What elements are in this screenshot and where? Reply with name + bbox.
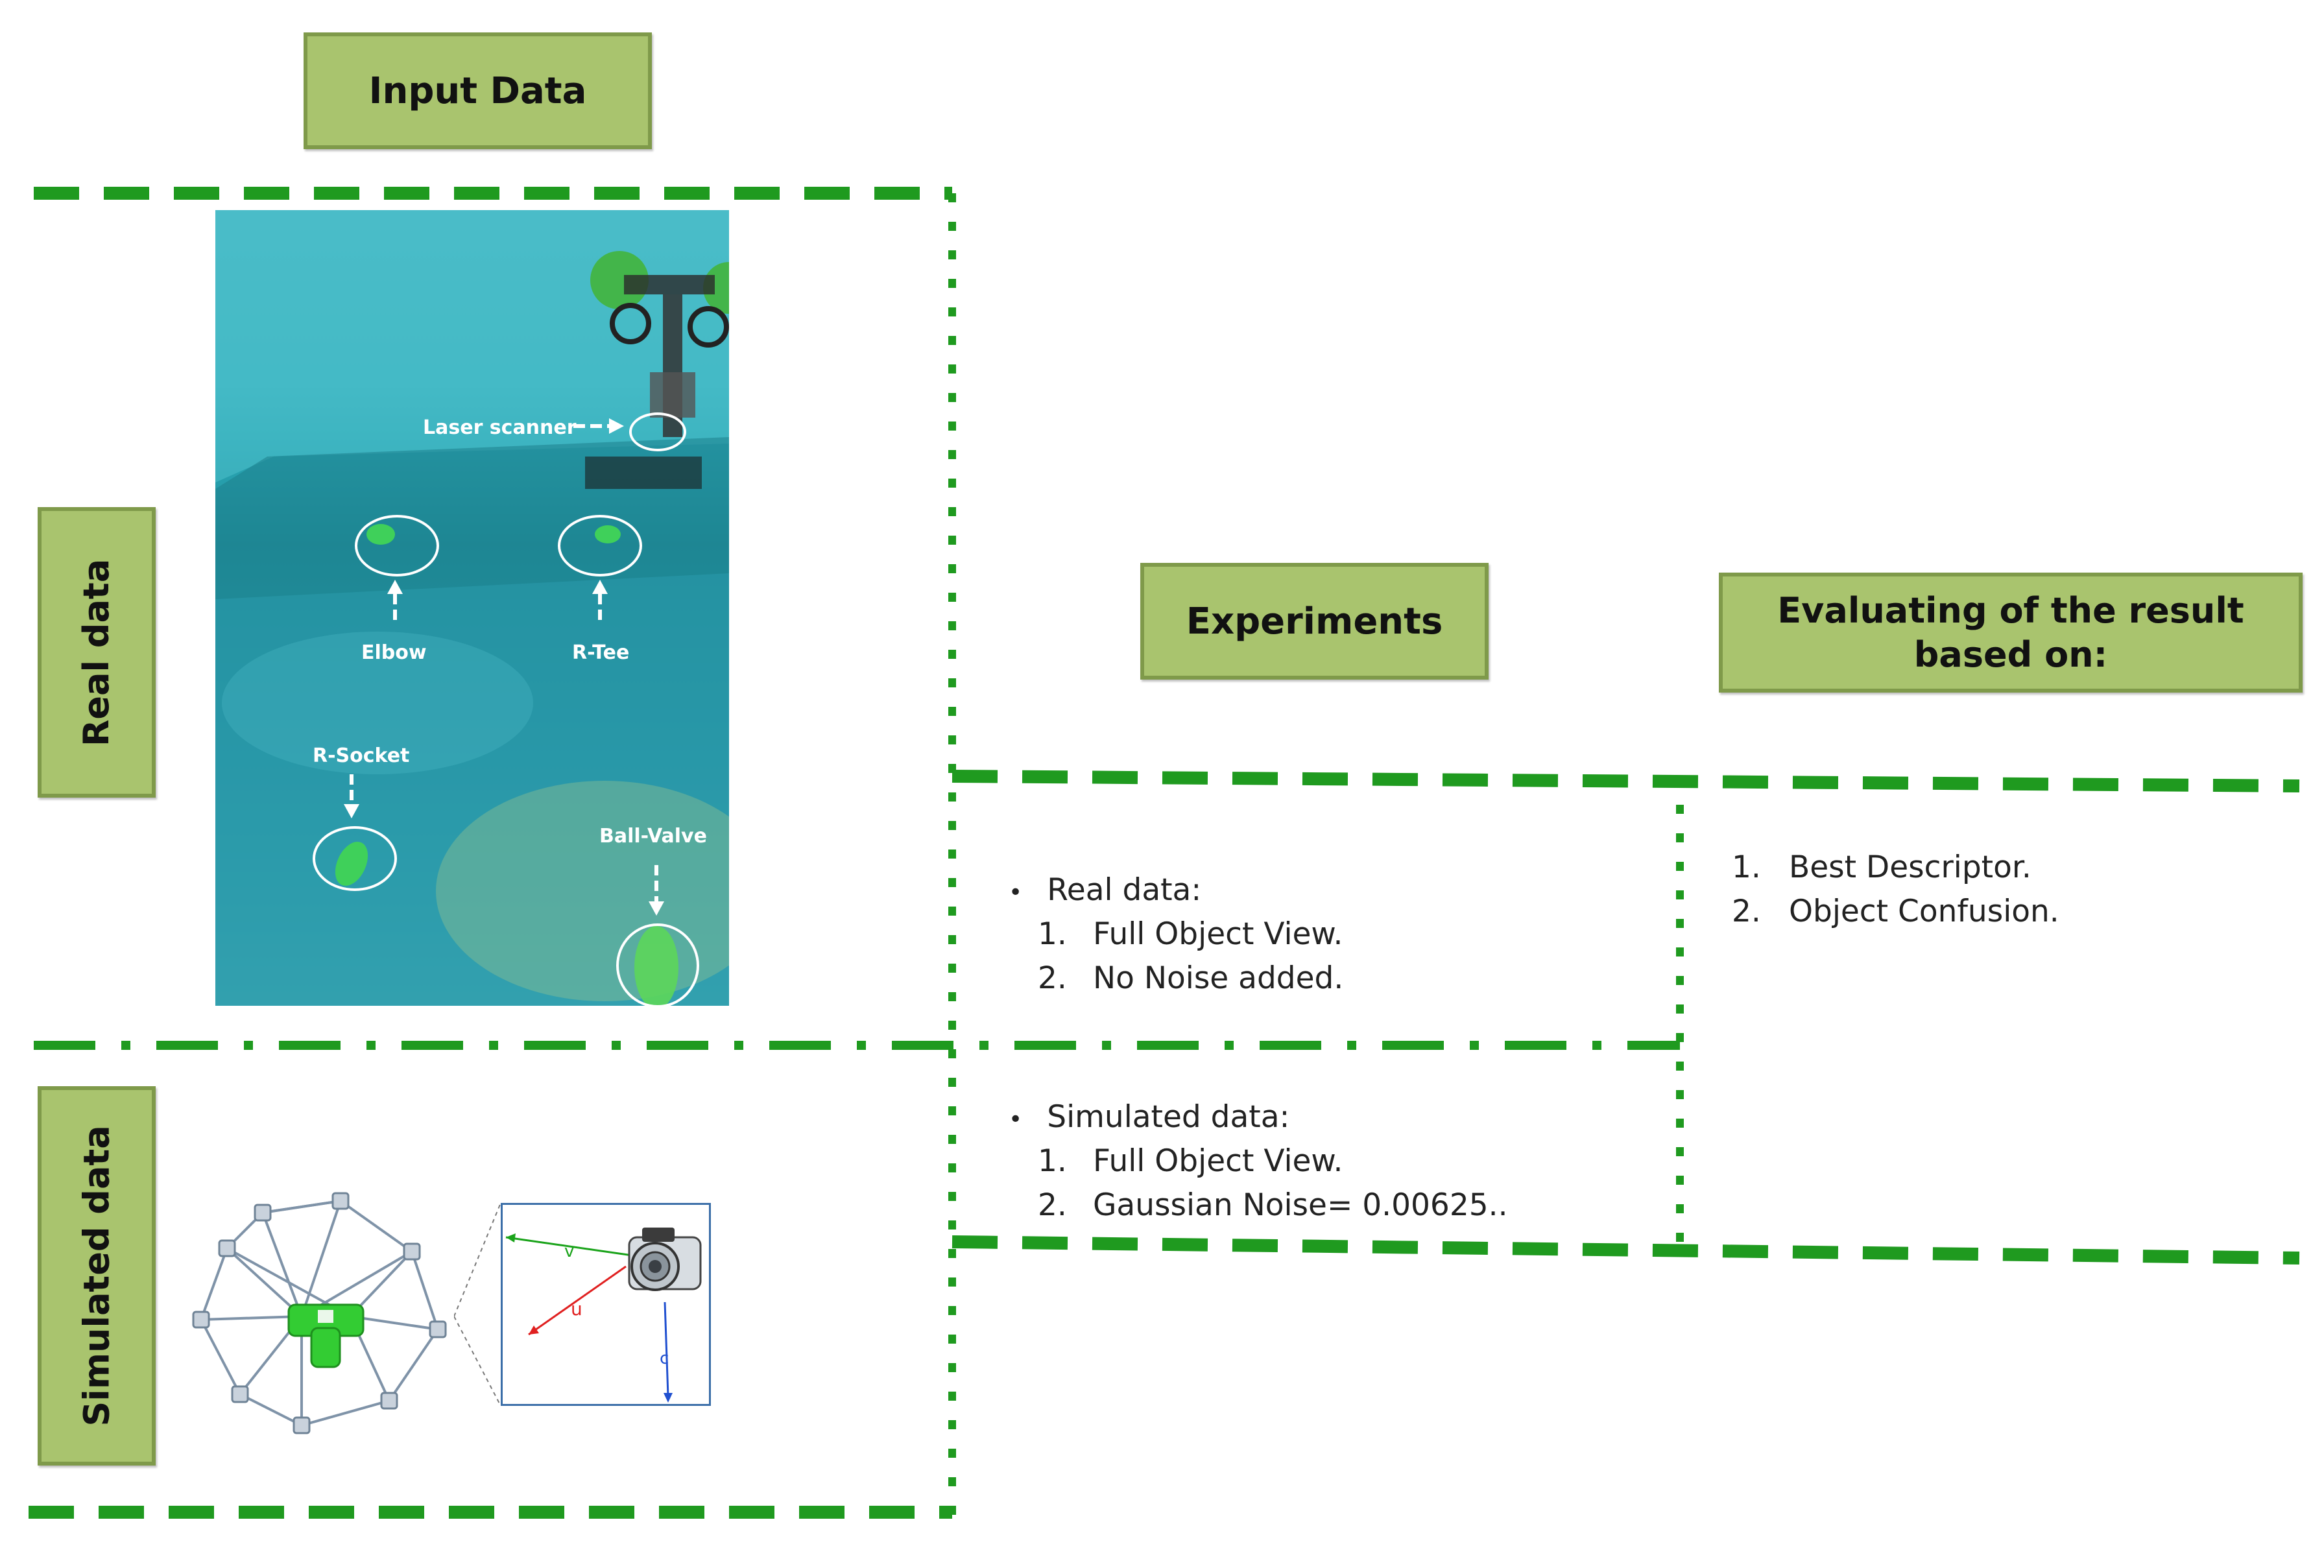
real-experiment-item-2: 2. No Noise added. xyxy=(1038,960,1343,996)
r-socket-label: R-Socket xyxy=(313,744,410,767)
laser-scanner-arrow xyxy=(573,418,624,434)
camera-sphere-illustration xyxy=(192,1192,447,1434)
item-number: 2. xyxy=(1732,894,1761,929)
evaluating-header: Evaluating of the result based on: xyxy=(1719,573,2303,693)
camera-axes-inset: v u c xyxy=(501,1203,711,1406)
ball-valve-label: Ball-Valve xyxy=(599,825,707,848)
r-tee-arrow xyxy=(592,580,608,624)
ball-valve-arrow xyxy=(649,865,664,916)
simulated-experiment-title-text: Simulated data: xyxy=(1047,1099,1290,1135)
ball-valve-ring xyxy=(616,923,699,1006)
elbow-ring xyxy=(355,515,439,576)
r-socket-ring xyxy=(313,826,397,891)
laser-scanner-label: Laser scanner xyxy=(423,416,577,439)
experiments-bottom-dashed-line xyxy=(952,1235,2300,1265)
simulated-experiment-title: • Simulated data: xyxy=(1009,1099,1289,1135)
elbow-arrow xyxy=(387,580,403,624)
experiments-top-dashed-line xyxy=(952,770,2300,792)
simulated-data-label-box: Simulated data xyxy=(38,1086,156,1466)
input-data-header: Input Data xyxy=(304,32,652,149)
bullet-icon: • xyxy=(1009,879,1023,906)
pool-scene xyxy=(215,210,729,1006)
underwater-photo: Laser scanner Elbow R-Tee R-Socket Ball-… xyxy=(215,210,729,1006)
evaluation-item-2: 2. Object Confusion. xyxy=(1732,894,2059,929)
svg-text:v: v xyxy=(564,1242,574,1261)
item-number: 2. xyxy=(1038,960,1067,996)
svg-text:u: u xyxy=(571,1298,582,1320)
evaluation-item-1: 1. Best Descriptor. xyxy=(1732,849,2031,885)
item-number: 1. xyxy=(1038,916,1067,952)
real-experiment-item-2-text: No Noise added. xyxy=(1093,960,1344,996)
simulated-experiment-item-2-text: Gaussian Noise= 0.00625.. xyxy=(1093,1187,1508,1223)
bullet-icon: • xyxy=(1009,1106,1023,1133)
r-tee-label: R-Tee xyxy=(572,641,630,664)
camera-axes-drawing: v u c xyxy=(505,1228,702,1403)
simulated-experiment-item-1-text: Full Object View. xyxy=(1093,1143,1343,1179)
input-data-header-label: Input Data xyxy=(368,69,587,112)
r-tee-ring xyxy=(558,515,642,576)
projection-lines xyxy=(454,1202,501,1407)
real-experiment-title: • Real data: xyxy=(1009,872,1201,908)
simulated-experiment-item-2: 2. Gaussian Noise= 0.00625.. xyxy=(1038,1187,1508,1223)
real-experiment-item-1: 1. Full Object View. xyxy=(1038,916,1343,952)
item-number: 1. xyxy=(1732,849,1761,885)
experiments-header: Experiments xyxy=(1140,563,1489,680)
real-experiment-item-1-text: Full Object View. xyxy=(1093,916,1343,952)
elbow-label: Elbow xyxy=(361,641,427,664)
real-experiment-title-text: Real data: xyxy=(1047,872,1202,908)
item-number: 2. xyxy=(1038,1187,1067,1223)
evaluation-item-1-text: Best Descriptor. xyxy=(1789,849,2031,885)
simulated-experiment-item-1: 1. Full Object View. xyxy=(1038,1143,1343,1179)
laser-scanner-ring xyxy=(629,412,686,451)
evaluating-header-label: Evaluating of the result based on: xyxy=(1777,590,2244,675)
item-number: 1. xyxy=(1038,1143,1067,1179)
real-data-label-box: Real data xyxy=(38,507,156,798)
experiments-header-label: Experiments xyxy=(1186,600,1443,643)
evaluation-item-2-text: Object Confusion. xyxy=(1789,894,2059,929)
r-socket-arrow xyxy=(344,774,359,818)
svg-text:c: c xyxy=(660,1349,669,1368)
